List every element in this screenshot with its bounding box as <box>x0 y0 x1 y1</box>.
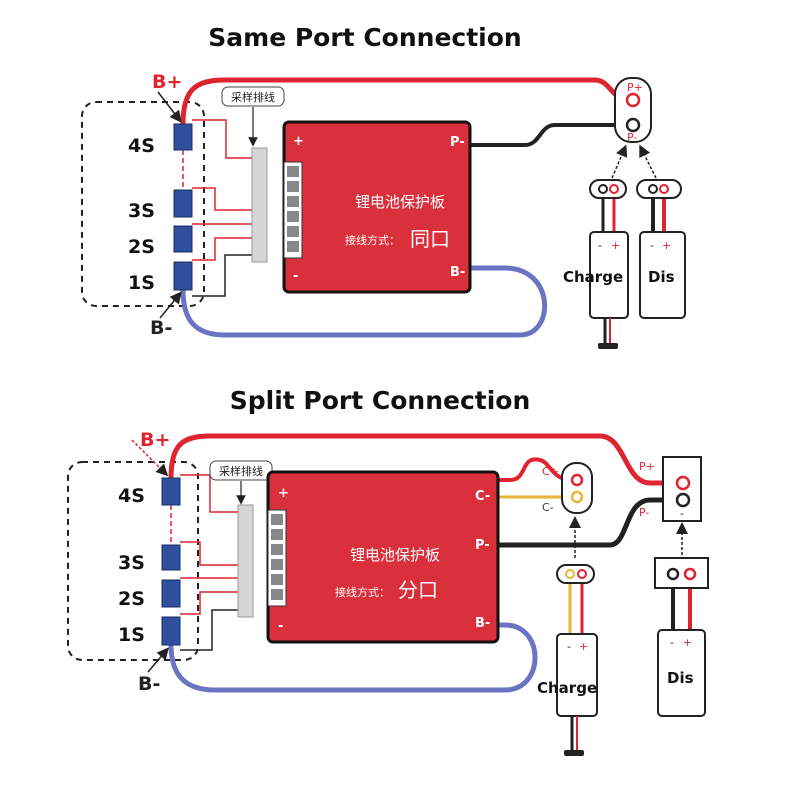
port-minus-mark: - <box>680 507 684 520</box>
board-minus: - <box>278 619 283 634</box>
cell-1s <box>173 261 193 291</box>
b-plus-arrow <box>131 439 169 477</box>
b-plus-arrow <box>157 91 182 123</box>
charger-plug-icon <box>598 343 618 349</box>
board-name: 锂电池保护板 <box>350 546 440 564</box>
board-mode: 分口 <box>398 578 438 602</box>
cell-label: 4S <box>128 135 155 157</box>
p-minus-wire <box>470 123 628 147</box>
dis-plug-arrow <box>639 144 657 179</box>
same-port-title: Same Port Connection <box>208 23 521 52</box>
charge-plug-arrow <box>611 144 628 179</box>
charger-minus: - <box>598 239 602 252</box>
sampling-connector <box>237 504 254 618</box>
board-c-minus: C- <box>475 489 490 504</box>
b-minus-wire <box>180 265 548 338</box>
board-plus: + <box>293 134 304 149</box>
sampling-wire <box>192 187 252 211</box>
p-minus-terminal <box>625 117 641 133</box>
board-plus: + <box>278 486 289 501</box>
c-plus-label: C+ <box>542 465 559 478</box>
cell-3s <box>173 189 193 218</box>
charger-minus: - <box>567 640 571 653</box>
p-minus-wire <box>498 497 678 548</box>
battery-pack-outline <box>67 461 199 661</box>
c-minus-terminal <box>570 490 584 504</box>
sampling-connector <box>251 147 268 263</box>
output-port <box>614 77 652 143</box>
b-plus-label: B+ <box>140 429 170 451</box>
charge-label: Charge <box>563 268 623 286</box>
sampling-label-box <box>221 86 285 107</box>
b-minus-label: B- <box>138 673 160 695</box>
cell-label: 1S <box>118 624 145 646</box>
c-plus-terminal <box>570 473 584 487</box>
dis-plug <box>654 557 709 589</box>
cell-label: 2S <box>128 236 155 258</box>
load-plus: + <box>662 239 671 252</box>
cell-2s <box>161 579 181 608</box>
battery-pack-outline <box>81 101 205 307</box>
charger-plus: + <box>579 640 588 653</box>
board-mode-label: 接线方式： <box>345 233 400 247</box>
board-minus: - <box>293 269 298 284</box>
c-minus-label: C- <box>542 501 554 514</box>
charge-port <box>561 462 593 514</box>
charger-plus: + <box>611 239 620 252</box>
cell-4s <box>161 477 181 506</box>
p-minus-label: P- <box>639 506 649 519</box>
same-port-diagram: Same Port Connection 4S 3S 2S 1S B+ B- 采… <box>81 23 686 349</box>
p-minus-label: P- <box>627 131 637 144</box>
p-plus-terminal <box>675 475 691 491</box>
board-mode: 同口 <box>410 227 450 251</box>
board-p-minus: P- <box>475 538 490 553</box>
p-plus-terminal <box>625 92 641 108</box>
sampling-label: 采样排线 <box>231 90 275 104</box>
sampling-wire <box>192 237 252 261</box>
cell-4s <box>173 123 193 151</box>
charger-box <box>556 633 598 717</box>
cell-label: 3S <box>118 552 145 574</box>
charger-plug-icon <box>564 750 584 756</box>
positive-wire <box>168 433 678 486</box>
sampling-label: 采样排线 <box>219 464 263 478</box>
split-port-diagram: Split Port Connection 4S 3S 2S 1S B+ B- … <box>67 386 709 756</box>
cell-1s <box>161 616 181 646</box>
board-mode-label: 接线方式： <box>335 585 390 599</box>
load-box <box>657 629 706 717</box>
cell-3s <box>161 544 181 571</box>
load-box <box>639 231 686 319</box>
b-minus-wire <box>168 622 538 693</box>
split-port-title: Split Port Connection <box>230 386 531 415</box>
load-minus: - <box>650 239 654 252</box>
sampling-wire <box>192 119 252 159</box>
b-minus-label: B- <box>150 317 172 339</box>
header-pins <box>287 166 299 252</box>
b-minus-arrow <box>147 647 169 673</box>
load-minus: - <box>670 636 674 649</box>
cell-label: 3S <box>128 200 155 222</box>
sampling-wire <box>192 254 252 297</box>
cell-label: 4S <box>118 485 145 507</box>
cell-2s <box>173 225 193 253</box>
sampling-label-box <box>209 460 273 481</box>
cell-label: 2S <box>118 588 145 610</box>
p-plus-label: P+ <box>639 460 655 473</box>
p-plus-label: P+ <box>627 81 643 94</box>
board-name: 锂电池保护板 <box>355 193 445 211</box>
load-plus: + <box>683 636 692 649</box>
board-b-minus: B- <box>450 265 465 280</box>
p-minus-terminal <box>675 492 691 508</box>
cell-label: 1S <box>128 272 155 294</box>
charge-label: Charge <box>537 679 597 697</box>
dis-label: Dis <box>667 669 694 687</box>
board-p-minus: P- <box>450 135 465 150</box>
b-minus-arrow <box>159 291 182 319</box>
board-b-minus: B- <box>475 616 490 631</box>
b-plus-label: B+ <box>152 71 182 93</box>
charge-plug <box>556 564 595 584</box>
c-plus-wire <box>498 457 573 482</box>
dis-label: Dis <box>648 268 675 286</box>
